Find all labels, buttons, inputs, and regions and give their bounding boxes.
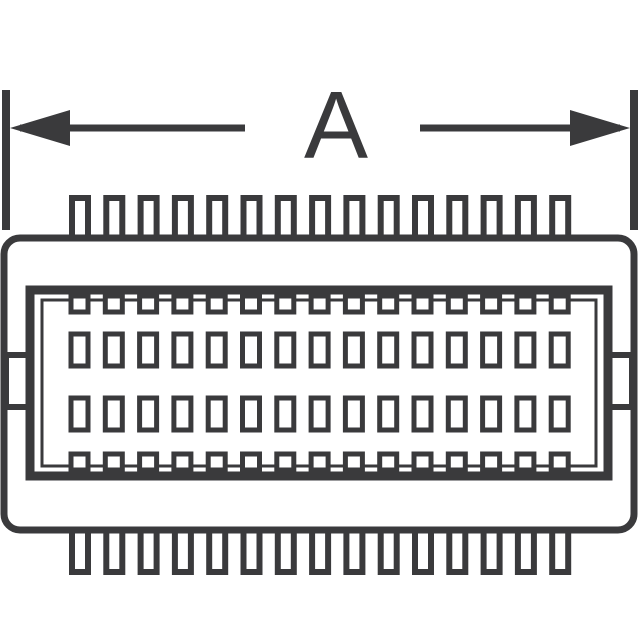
contact xyxy=(445,451,468,473)
contact xyxy=(171,395,194,433)
contact xyxy=(480,331,503,369)
contact xyxy=(137,331,160,369)
contact xyxy=(205,331,228,369)
contact xyxy=(274,331,297,369)
contact xyxy=(342,451,365,473)
dimension-extension-left xyxy=(2,90,10,230)
contact xyxy=(274,293,297,315)
contact xyxy=(102,331,125,369)
contact xyxy=(274,395,297,433)
contact xyxy=(445,395,468,433)
contact xyxy=(308,331,331,369)
contact xyxy=(548,395,571,433)
contact xyxy=(445,293,468,315)
contact xyxy=(171,331,194,369)
contact xyxy=(308,395,331,433)
contact xyxy=(240,451,262,473)
contact xyxy=(240,395,262,433)
contact xyxy=(308,451,331,473)
contact-grid xyxy=(68,293,571,473)
contact xyxy=(274,451,297,473)
contact xyxy=(514,293,537,315)
contact xyxy=(308,293,331,315)
contact xyxy=(102,293,125,315)
contact xyxy=(342,293,365,315)
contact xyxy=(548,293,571,315)
contact xyxy=(342,395,365,433)
contact xyxy=(240,293,262,315)
contact xyxy=(411,331,434,369)
contact xyxy=(480,293,503,315)
contact xyxy=(68,451,91,473)
contact xyxy=(137,293,160,315)
dimension-arrow-right xyxy=(570,110,630,146)
contact xyxy=(68,331,91,369)
contact xyxy=(480,451,503,473)
contact xyxy=(377,331,400,369)
inner-cavity xyxy=(25,285,613,481)
contact xyxy=(514,451,537,473)
contact xyxy=(205,395,228,433)
contact xyxy=(205,451,228,473)
contact xyxy=(377,293,400,315)
contact xyxy=(514,395,537,433)
dimension-extension-right xyxy=(630,90,638,230)
contact xyxy=(68,293,91,315)
contact xyxy=(480,395,503,433)
contact xyxy=(445,331,468,369)
contact xyxy=(137,451,160,473)
contact xyxy=(240,331,262,369)
contact xyxy=(137,395,160,433)
contact xyxy=(548,451,571,473)
contact xyxy=(411,395,434,433)
contact xyxy=(205,293,228,315)
dimension-group xyxy=(2,90,638,230)
dimension-arrow-left xyxy=(10,110,70,146)
contact xyxy=(68,395,91,433)
contact xyxy=(102,451,125,473)
contact xyxy=(377,451,400,473)
contact xyxy=(411,293,434,315)
dimension-label: A xyxy=(304,72,368,179)
contact xyxy=(342,331,365,369)
contact xyxy=(548,331,571,369)
contact xyxy=(102,395,125,433)
contact xyxy=(514,331,537,369)
contact xyxy=(171,293,194,315)
top-pin-row xyxy=(69,195,572,245)
contact xyxy=(171,451,194,473)
contact xyxy=(411,451,434,473)
contact xyxy=(377,395,400,433)
